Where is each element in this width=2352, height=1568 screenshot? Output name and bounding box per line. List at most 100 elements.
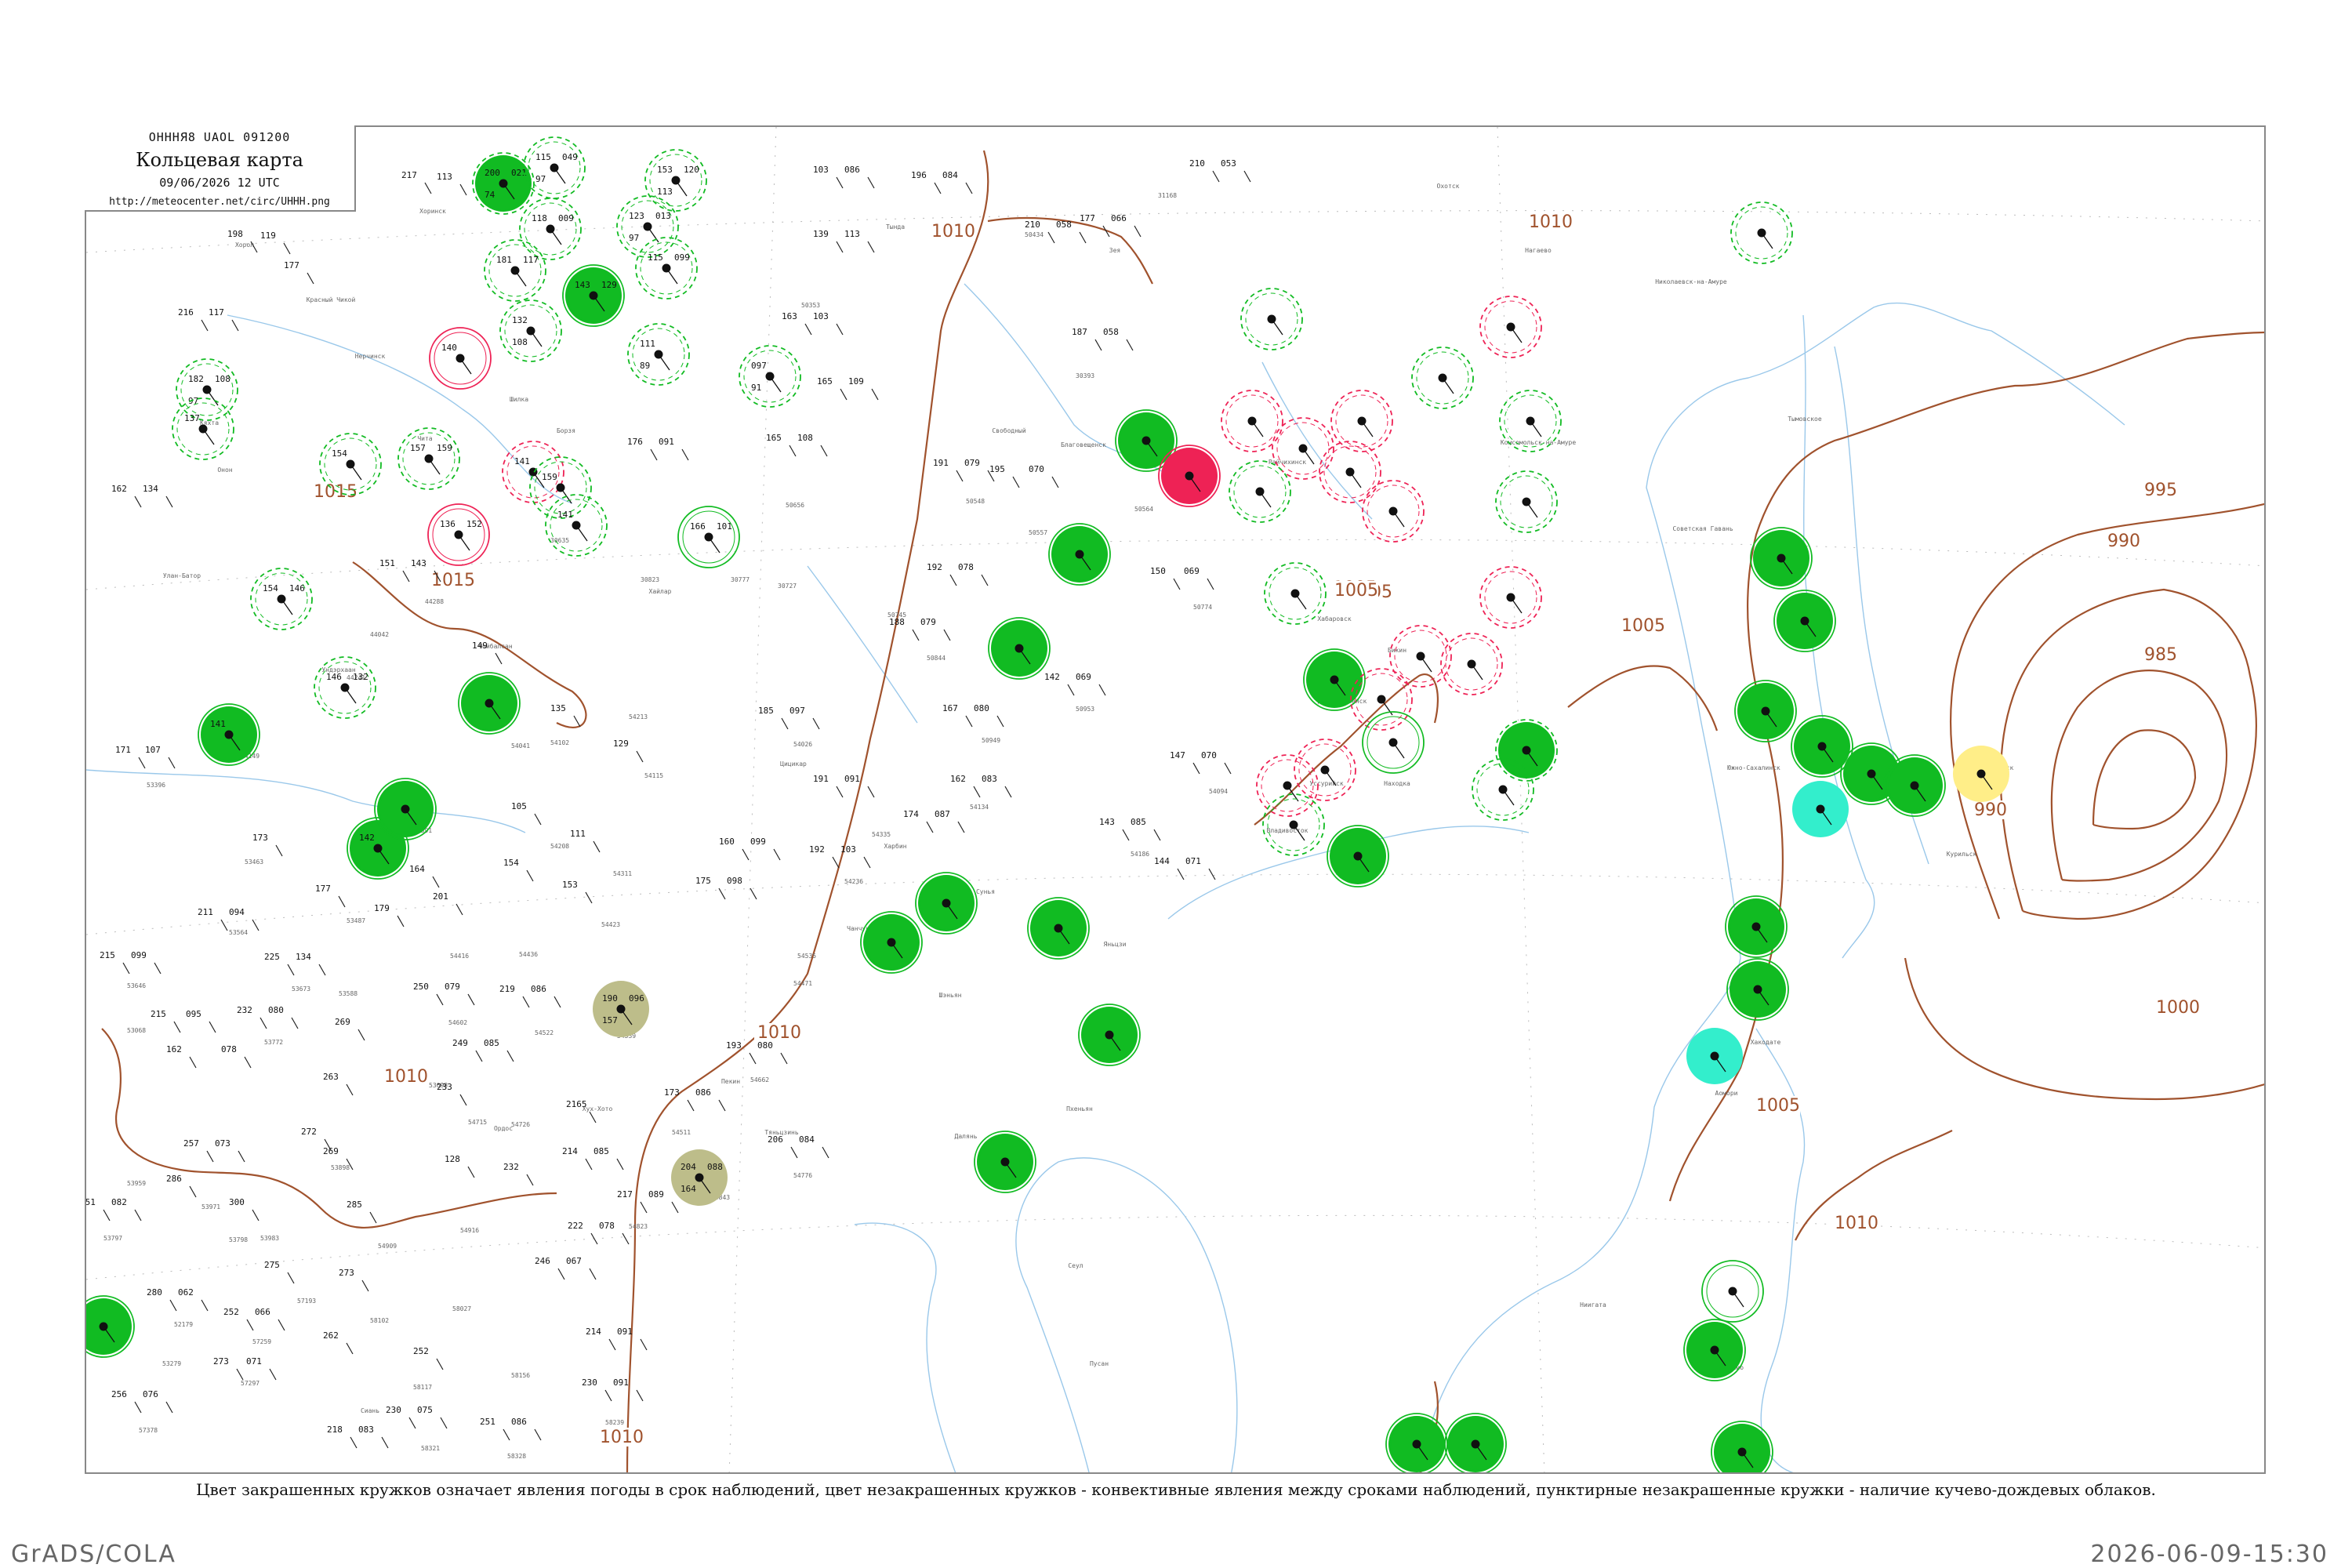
station-marker[interactable] <box>1701 1260 1764 1323</box>
station-marker[interactable] <box>1256 754 1319 817</box>
station-marker[interactable] <box>458 672 521 735</box>
station-marker[interactable]: 140 <box>429 327 492 390</box>
station-marker[interactable] <box>1362 711 1425 774</box>
station-marker[interactable] <box>1686 1028 1743 1084</box>
convective-ring <box>314 656 376 719</box>
station-marker[interactable] <box>1303 648 1366 711</box>
station-marker[interactable] <box>1730 201 1793 264</box>
convective-ring <box>1027 897 1090 960</box>
station-marker[interactable] <box>1048 523 1111 586</box>
station-marker[interactable] <box>1773 590 1836 652</box>
station-marker[interactable] <box>1078 1004 1141 1066</box>
station-marker[interactable]: 141 <box>545 494 608 557</box>
wind-barb <box>436 993 444 1006</box>
station-marker[interactable] <box>1330 390 1393 452</box>
station-marker[interactable] <box>860 911 923 974</box>
station-pressure: 146 <box>289 583 305 593</box>
station-marker[interactable] <box>974 1131 1036 1193</box>
station-marker[interactable] <box>1027 897 1090 960</box>
station-marker[interactable] <box>1327 825 1389 887</box>
station-marker[interactable] <box>1240 288 1303 350</box>
station-marker[interactable] <box>1158 445 1221 507</box>
wind-barb <box>560 487 572 504</box>
station-value: 091 <box>617 1327 633 1337</box>
station-value: 142 <box>1044 672 1060 682</box>
station-marker[interactable] <box>1883 754 1946 817</box>
station-value: 076 <box>143 1389 158 1399</box>
station-marker[interactable] <box>1389 625 1452 688</box>
station-marker[interactable] <box>915 872 978 935</box>
station-marker[interactable]: 159 <box>529 456 592 519</box>
wind-barb <box>252 1209 260 1221</box>
station-marker[interactable] <box>1734 680 1797 742</box>
convective-ring <box>1048 523 1111 586</box>
station-marker[interactable] <box>1221 390 1283 452</box>
station-marker[interactable] <box>1440 633 1503 695</box>
station-marker[interactable] <box>1319 441 1381 503</box>
station-marker[interactable] <box>1385 1413 1448 1474</box>
station-marker[interactable] <box>1411 347 1474 409</box>
convective-ring <box>374 778 437 840</box>
station-marker[interactable] <box>1725 895 1788 958</box>
station-marker[interactable] <box>1262 793 1325 856</box>
station-marker[interactable] <box>86 1295 135 1358</box>
isobar-labels: 1010101010151015101010101005100510051005… <box>310 212 2200 1447</box>
wind-barb <box>287 964 295 976</box>
place-name: Пекин <box>721 1078 740 1085</box>
station-marker[interactable] <box>1479 566 1542 629</box>
station-marker[interactable] <box>988 617 1051 680</box>
convective-ring-inner <box>1163 449 1216 503</box>
station-value: 083 <box>358 1425 374 1435</box>
station-marker[interactable] <box>1495 719 1558 782</box>
station-marker[interactable] <box>1750 527 1813 590</box>
station-marker[interactable]: 154 <box>319 433 382 495</box>
wind-barb <box>231 319 239 332</box>
station-dewpoint: 164 <box>681 1184 696 1194</box>
wind-barb <box>206 389 219 406</box>
map-source-url[interactable]: http://meteocenter.net/circ/UHHH.png <box>109 196 330 208</box>
station-marker[interactable] <box>1711 1421 1773 1474</box>
station-marker[interactable] <box>1294 739 1356 801</box>
station-marker[interactable] <box>1272 417 1334 480</box>
station-marker[interactable] <box>1479 296 1542 358</box>
station-marker[interactable] <box>1362 480 1425 543</box>
wind-barb <box>957 821 965 833</box>
convective-ring <box>1495 719 1558 782</box>
station-marker[interactable] <box>1115 409 1178 472</box>
station-marker[interactable] <box>1495 470 1558 533</box>
station-marker[interactable] <box>1499 390 1562 452</box>
station-marker[interactable] <box>374 778 437 840</box>
station-marker[interactable] <box>1791 715 1853 778</box>
station-marker[interactable]: 137 <box>172 397 234 460</box>
station-marker[interactable] <box>1683 1319 1746 1381</box>
station-marker[interactable] <box>1953 746 2009 802</box>
station-marker[interactable] <box>1264 562 1327 625</box>
station-marker[interactable] <box>1472 758 1534 821</box>
station-marker[interactable] <box>1444 1413 1507 1474</box>
station-marker[interactable]: 141 <box>198 703 260 766</box>
station-wmo-id: 50745 <box>887 612 906 619</box>
station-marker[interactable] <box>1229 460 1291 523</box>
station-marker[interactable] <box>1792 781 1849 837</box>
place-name: Курильск <box>1947 851 1977 858</box>
station-marker[interactable] <box>1726 958 1789 1021</box>
